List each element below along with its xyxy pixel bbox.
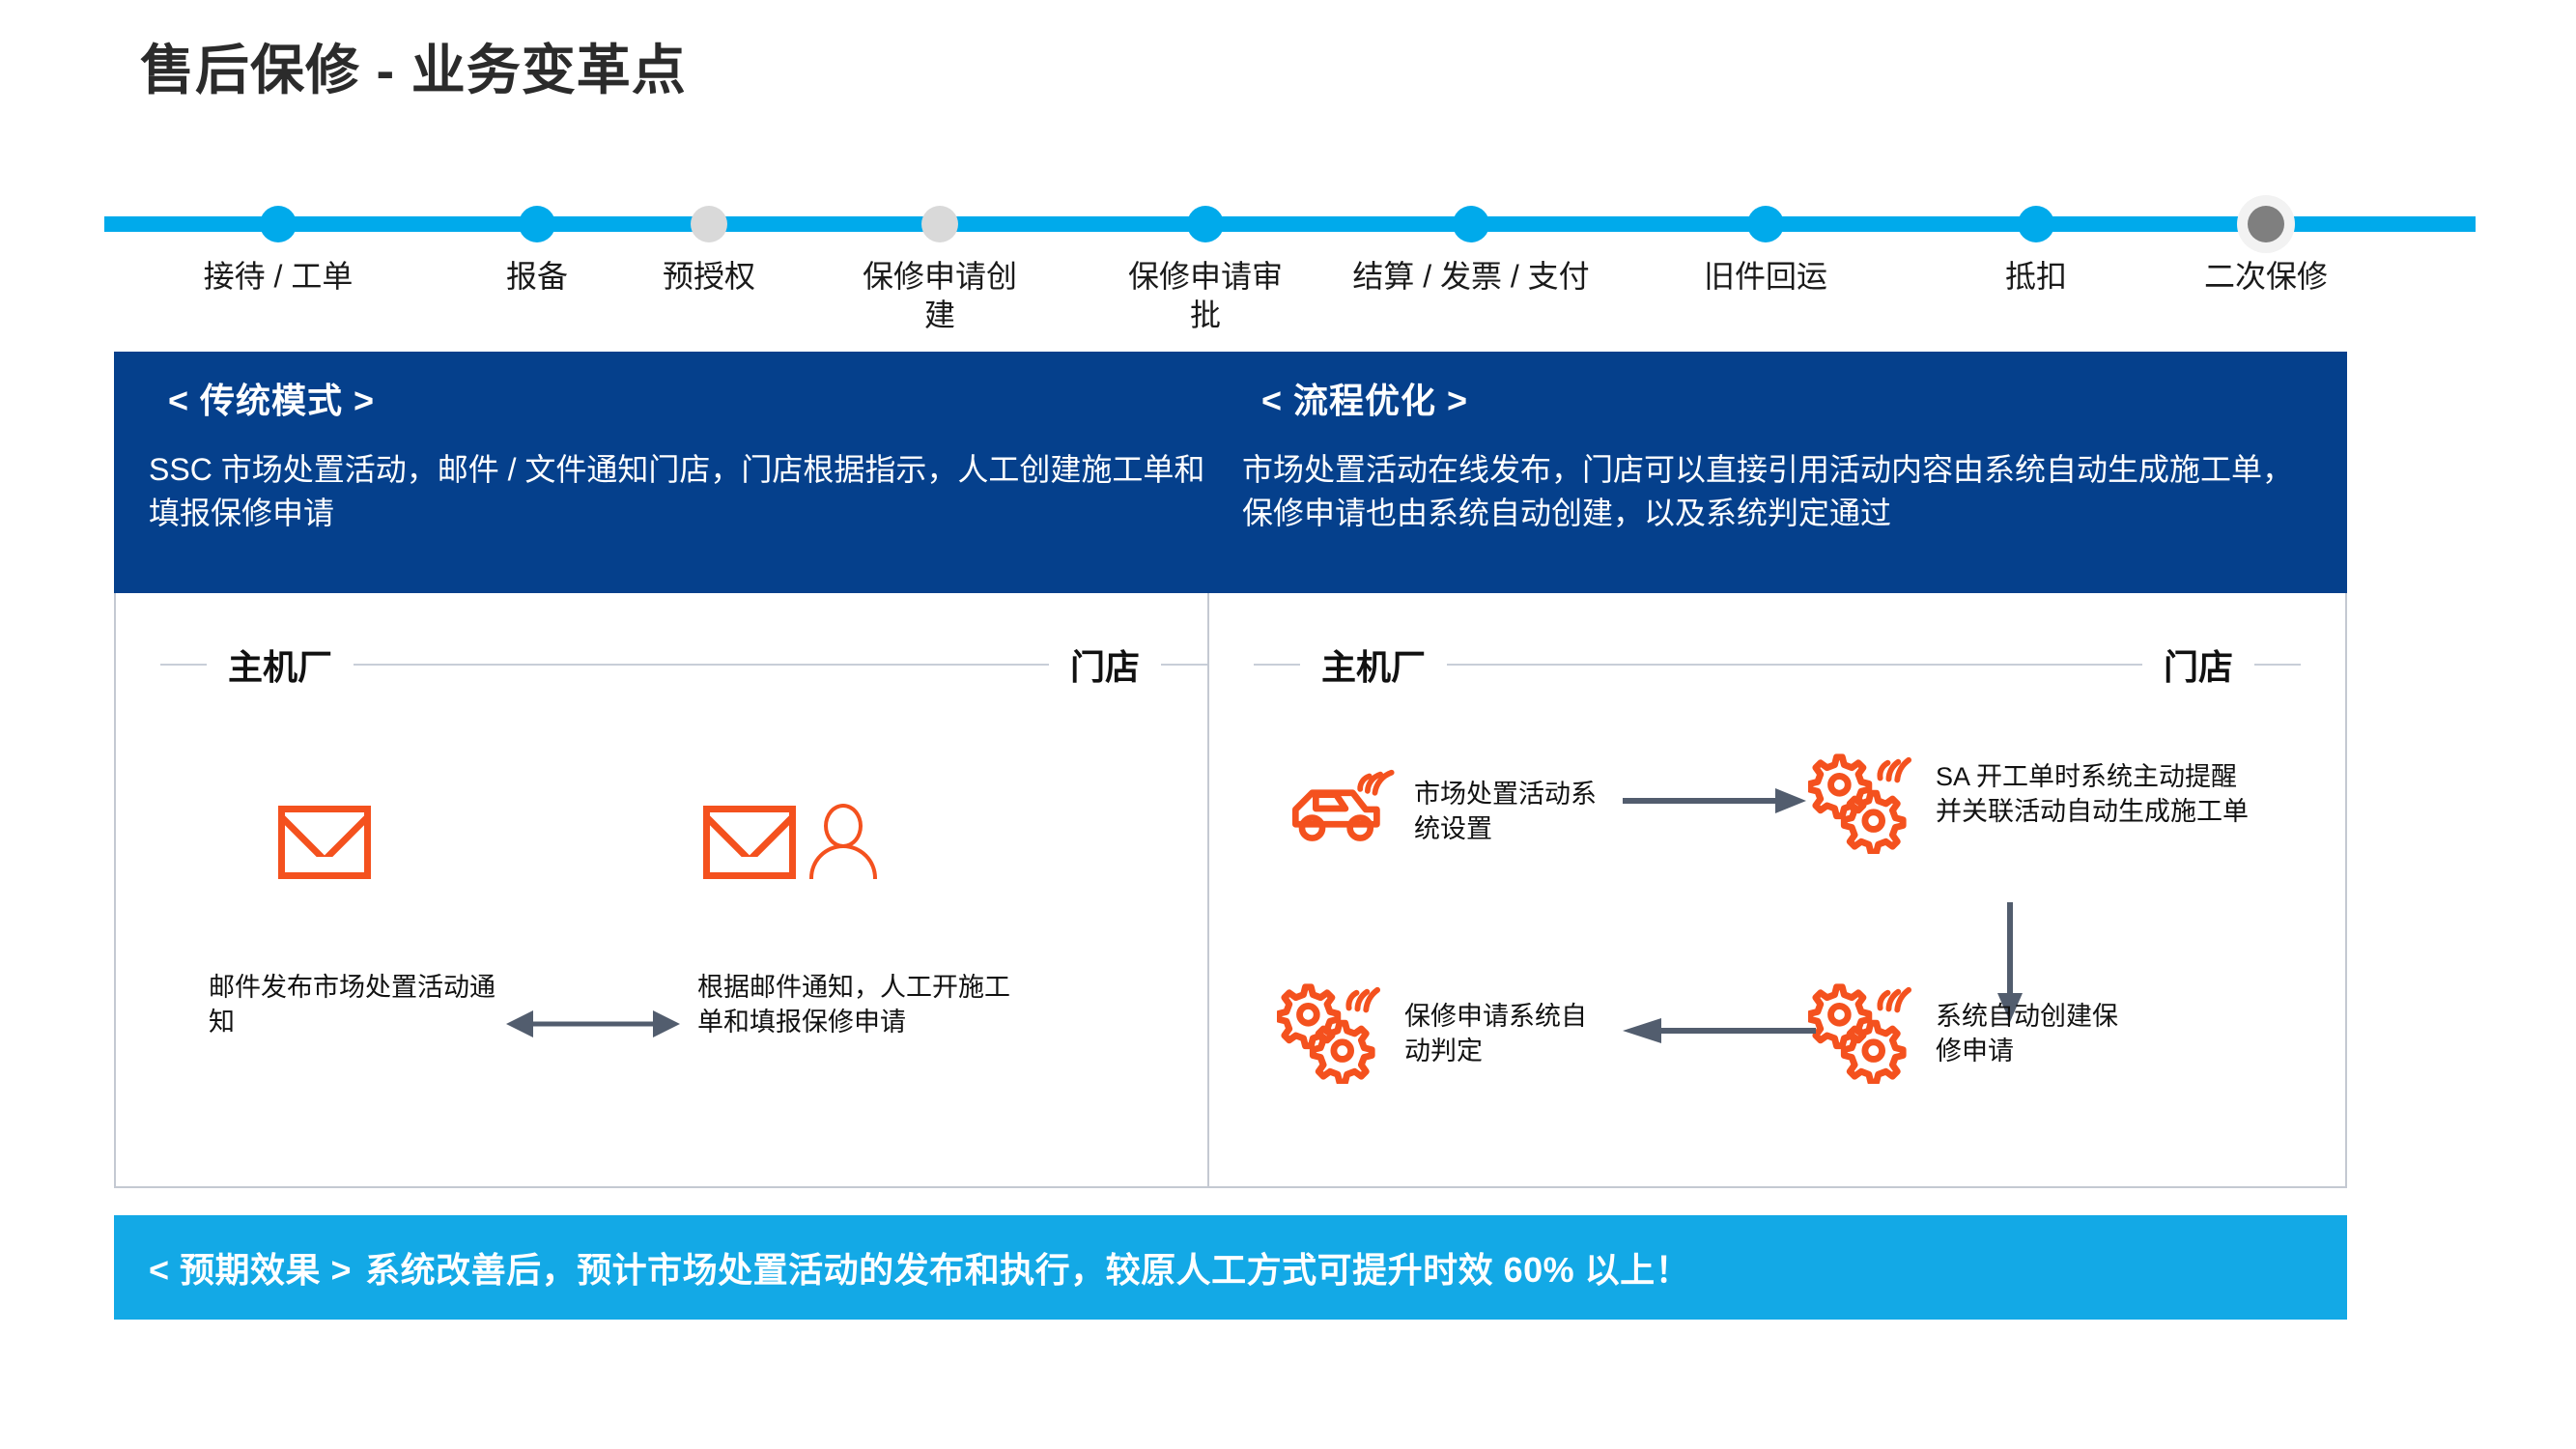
process-timeline: 接待 / 工单 报备 预授权 保修申请创建 保修申请审批 结算 / 发票 / 支… <box>104 193 2476 332</box>
expected-result-banner: < 预期效果 > 系统改善后，预计市场处置活动的发布和执行，较原人工方式可提升时效… <box>114 1215 2347 1320</box>
optimized-step-1-text: 市场处置活动系统设置 <box>1414 780 1597 844</box>
panel-traditional: < 传统模式 > SSC 市场处置活动，邮件 / 文件通知门店，门店根据指示，人… <box>114 352 1254 1188</box>
panel-optimized-column-heads: 主机厂 门店 <box>1254 639 2301 690</box>
expected-result-tag: < 预期效果 > <box>149 1250 353 1290</box>
envelope-flap <box>285 812 364 857</box>
traditional-flow: 邮件发布市场处置活动通知 根据邮件通知，人工开施工单和填报保修申请 <box>116 593 1252 1186</box>
timeline-dot-4 <box>1187 206 1224 242</box>
envelope-body <box>703 806 796 879</box>
person-icon <box>809 804 877 879</box>
timeline-label-3: 保修申请创建 <box>862 259 1017 332</box>
expected-result-line: < 预期效果 > 系统改善后，预计市场处置活动的发布和执行，较原人工方式可提升时效… <box>114 1242 1690 1293</box>
rule-right <box>1161 664 1207 666</box>
timeline-dot-0 <box>260 206 297 242</box>
timeline-track <box>104 216 2476 232</box>
panel-optimized-body: 主机厂 门店 <box>1207 593 2347 1188</box>
rule-middle <box>1447 664 2142 666</box>
rule-middle <box>354 664 1049 666</box>
person-shoulders <box>809 844 877 879</box>
envelope-flap <box>710 812 789 857</box>
arrow-right-icon <box>1623 788 1806 813</box>
timeline-label-4: 保修申请审批 <box>1127 259 1283 332</box>
column-head-dealer-right: 门店 <box>2163 647 2233 687</box>
arrow-down-icon <box>1997 902 2023 1022</box>
panel-optimized-header: < 流程优化 > 市场处置活动在线发布，门店可以直接引用活动内容由系统自动生成施… <box>1207 352 2347 593</box>
panel-traditional-body: 主机厂 门店 邮件发布市场处置活动通知 <box>114 593 1254 1188</box>
arrow-left-icon <box>1623 1018 1816 1043</box>
timeline-label-7: 抵扣 <box>2004 259 2067 294</box>
timeline-dot-3 <box>921 206 958 242</box>
panel-traditional-column-heads: 主机厂 门店 <box>160 639 1207 690</box>
panel-traditional-description: SSC 市场处置活动，邮件 / 文件通知门店，门店根据指示，人工创建施工单和填报… <box>149 452 1205 530</box>
timeline-dot-2 <box>691 206 727 242</box>
traditional-dealer-text: 根据邮件通知，人工开施工单和填报保修申请 <box>697 973 1010 1037</box>
rule-right <box>2254 664 2301 666</box>
optimized-flow: 市场处置活动系统设置 <box>1209 593 2345 1186</box>
envelope-body <box>278 806 371 879</box>
rule-left <box>160 664 207 666</box>
connected-car-icon <box>1291 769 1395 841</box>
timeline-dot-1 <box>519 206 555 242</box>
column-head-oem-left: 主机厂 <box>228 647 333 687</box>
page-title: 售后保修 - 业务变革点 <box>140 40 687 100</box>
traditional-oem-text: 邮件发布市场处置活动通知 <box>209 973 495 1037</box>
expected-result-text: 系统改善后，预计市场处置活动的发布和执行，较原人工方式可提升时效 60% 以上！ <box>365 1250 1691 1290</box>
timeline-label-6: 旧件回运 <box>1703 259 1827 294</box>
envelope-icon <box>703 806 796 879</box>
timeline-label-8: 二次保修 <box>2203 259 2328 294</box>
timeline-label-5: 结算 / 发票 / 支付 <box>1352 259 1590 294</box>
envelope-icon <box>278 806 371 879</box>
panel-traditional-title: < 传统模式 > <box>168 381 376 420</box>
rule-left <box>1254 664 1300 666</box>
timeline-label-0: 接待 / 工单 <box>203 259 354 294</box>
connected-gears-icon <box>1277 983 1381 1084</box>
optimized-step-2-text: SA 开工单时系统主动提醒并关联活动自动生成施工单 <box>1936 762 2249 827</box>
column-head-dealer-left: 门店 <box>1069 647 1140 687</box>
timeline-dot-8 <box>2248 206 2284 242</box>
timeline-dot-6 <box>1747 206 1784 242</box>
connected-gears-icon <box>1808 753 1912 854</box>
timeline-label-2: 预授权 <box>662 259 755 294</box>
double-headed-arrow-icon <box>506 1010 680 1037</box>
panel-optimized-description: 市场处置活动在线发布，门店可以直接引用活动内容由系统自动生成施工单，保修申请也由… <box>1242 452 2294 530</box>
panel-optimized-title: < 流程优化 > <box>1261 381 1469 420</box>
panel-optimized: < 流程优化 > 市场处置活动在线发布，门店可以直接引用活动内容由系统自动生成施… <box>1207 352 2347 1188</box>
timeline-dot-5 <box>1453 206 1489 242</box>
optimized-step-3-text: 系统自动创建保修申请 <box>1936 1002 2118 1066</box>
column-head-oem-right: 主机厂 <box>1321 647 1427 687</box>
panel-traditional-header: < 传统模式 > SSC 市场处置活动，邮件 / 文件通知门店，门店根据指示，人… <box>114 352 1254 593</box>
connected-gears-icon <box>1808 983 1912 1084</box>
optimized-step-4-text: 保修申请系统自动判定 <box>1404 1002 1587 1066</box>
timeline-label-1: 报备 <box>505 259 568 294</box>
timeline-dot-7 <box>2018 206 2054 242</box>
person-head <box>824 804 863 848</box>
